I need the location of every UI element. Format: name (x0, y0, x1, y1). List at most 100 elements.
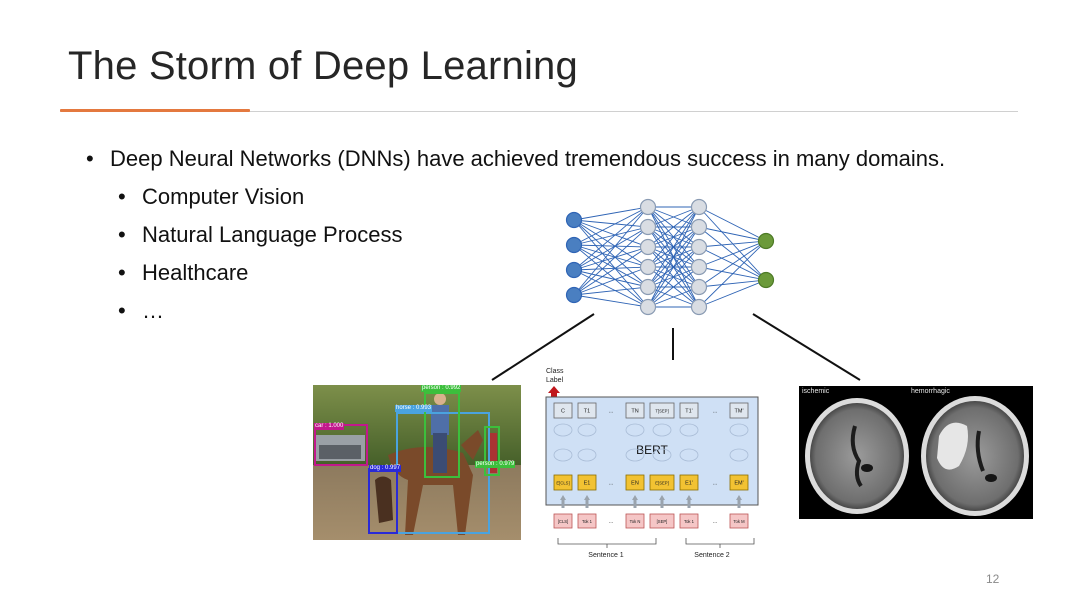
nn-hidden-node (690, 298, 708, 316)
nn-edge (698, 226, 767, 281)
nn-hidden-node (690, 258, 708, 276)
nn-edge (698, 240, 767, 268)
nn-edge (573, 244, 649, 248)
bert-arrow-stem (660, 500, 664, 508)
nn-edge (573, 219, 649, 268)
bullet-sub-text: Natural Language Process (142, 222, 403, 247)
bert-transformer-cell (652, 448, 672, 462)
bert-transformer-cell (729, 448, 749, 462)
bert-input-token-label: [CLS] (558, 519, 568, 524)
bert-transformer-cell (577, 423, 597, 437)
bert-transformer-cell (553, 423, 573, 437)
bert-arrow-icon (632, 495, 638, 500)
nn-edge (573, 244, 649, 288)
nn-hidden-node (690, 238, 708, 256)
sentence-brace-1 (557, 538, 657, 548)
nn-edge (573, 294, 649, 308)
bert-arrow-icon (686, 495, 692, 500)
bullet-sub-text: … (142, 298, 164, 323)
bert-transformer-cell (679, 423, 699, 437)
bert-input-token-box (625, 513, 645, 529)
bert-sentence-label-1: Sentence 1 (588, 552, 624, 559)
bullet-glyph: • (118, 260, 126, 285)
nn-edge (573, 206, 649, 221)
nn-edge (573, 246, 649, 296)
object-detection-photo: car : 1.000 person : 0.992 horse : 0.993… (313, 385, 521, 540)
nn-hidden-node (639, 238, 657, 256)
bert-input-token-label: ... (609, 519, 614, 525)
bert-arrow-icon (560, 495, 566, 500)
nn-edge (573, 206, 649, 271)
bert-embedding-token-label: ... (609, 481, 614, 487)
nn-edge (573, 206, 649, 296)
detection-label-horse: horse : 0.993 (395, 405, 433, 412)
bert-transformer-cell (553, 448, 573, 462)
bert-transformer-cell (679, 448, 699, 462)
bert-output-token-label: T1' (685, 409, 692, 415)
detection-label-dog: dog : 0.997 (369, 465, 402, 472)
ct-scan-image: ischemic hemorrhagic (799, 386, 1033, 519)
title-divider (60, 111, 1018, 112)
bert-embedding-token-label: E1 (584, 481, 591, 487)
bullet-sub-2: •Natural Language Process (118, 222, 403, 248)
nn-hidden-node (639, 298, 657, 316)
sentence-brace-2 (685, 538, 755, 548)
nn-edge (698, 240, 767, 288)
bert-embedding-token-box (553, 474, 573, 491)
bullet-glyph: • (118, 298, 126, 323)
nn-edge (698, 279, 767, 308)
bert-output-token-label: C (561, 409, 565, 415)
detection-label-car: car : 1.000 (314, 423, 345, 430)
nn-edge (647, 266, 700, 308)
bert-input-token-label: ... (713, 519, 718, 525)
bert-output-token-box (649, 402, 675, 419)
page-number: 12 (986, 572, 1000, 586)
ct-label-ischemic: ischemic (802, 388, 830, 395)
bullet-sub-4: •… (118, 298, 164, 324)
bert-output-token-label: T[SEP] (655, 409, 668, 414)
bert-input-token-label: Tok 1 (582, 519, 593, 524)
nn-edge (698, 206, 767, 281)
detection-label-person: person : 0.992 (421, 385, 462, 392)
nn-edge (573, 206, 649, 246)
nn-edge (573, 226, 649, 246)
bert-output-token-label: ... (713, 409, 718, 415)
bert-arrow-icon (736, 495, 742, 500)
bert-embedding-token-label: E1' (685, 481, 693, 487)
nn-edge (647, 206, 700, 248)
bullet-sub-text: Computer Vision (142, 184, 305, 209)
nn-input-node (565, 261, 583, 279)
bert-input-token-box (649, 513, 675, 529)
bullet-glyph: • (86, 146, 94, 171)
bert-arrow-stem (585, 500, 589, 508)
nn-edge (698, 206, 767, 242)
nn-edge (573, 226, 649, 271)
bert-arrow-icon (659, 495, 665, 500)
nn-edge (573, 219, 649, 288)
bert-input-token-label: [SEP] (657, 519, 668, 524)
bert-output-token-box (553, 402, 573, 419)
nn-hidden-node (639, 278, 657, 296)
nn-edge (573, 246, 649, 271)
bert-embedding-token-box (577, 474, 597, 491)
nn-edge (647, 246, 700, 308)
nn-input-node (565, 236, 583, 254)
bert-embedding-token-label: E[CLS] (556, 481, 569, 486)
nn-edge (573, 219, 649, 228)
bert-transformer-cell (625, 423, 645, 437)
nn-input-node (565, 286, 583, 304)
nn-edge (647, 206, 700, 288)
bert-title: BERT (636, 443, 668, 457)
nn-output-node (757, 271, 775, 289)
bert-input-token-box (729, 513, 749, 529)
bert-embedding-token-label: ... (713, 481, 718, 487)
bert-class-label-line2: Label (546, 377, 564, 384)
bert-input-token-label: Tok M (733, 519, 745, 524)
bert-class-label-line1: Class (546, 368, 564, 375)
bert-input-token-box (553, 513, 573, 529)
nn-hidden-node (639, 198, 657, 216)
slide-title: The Storm of Deep Learning (68, 44, 578, 88)
bert-input-token-label: Tok N (630, 519, 641, 524)
bullet-sub-3: •Healthcare (118, 260, 248, 286)
bert-diagram: Class Label BERT Sentence 1 Sentence 2 C… (545, 368, 759, 559)
